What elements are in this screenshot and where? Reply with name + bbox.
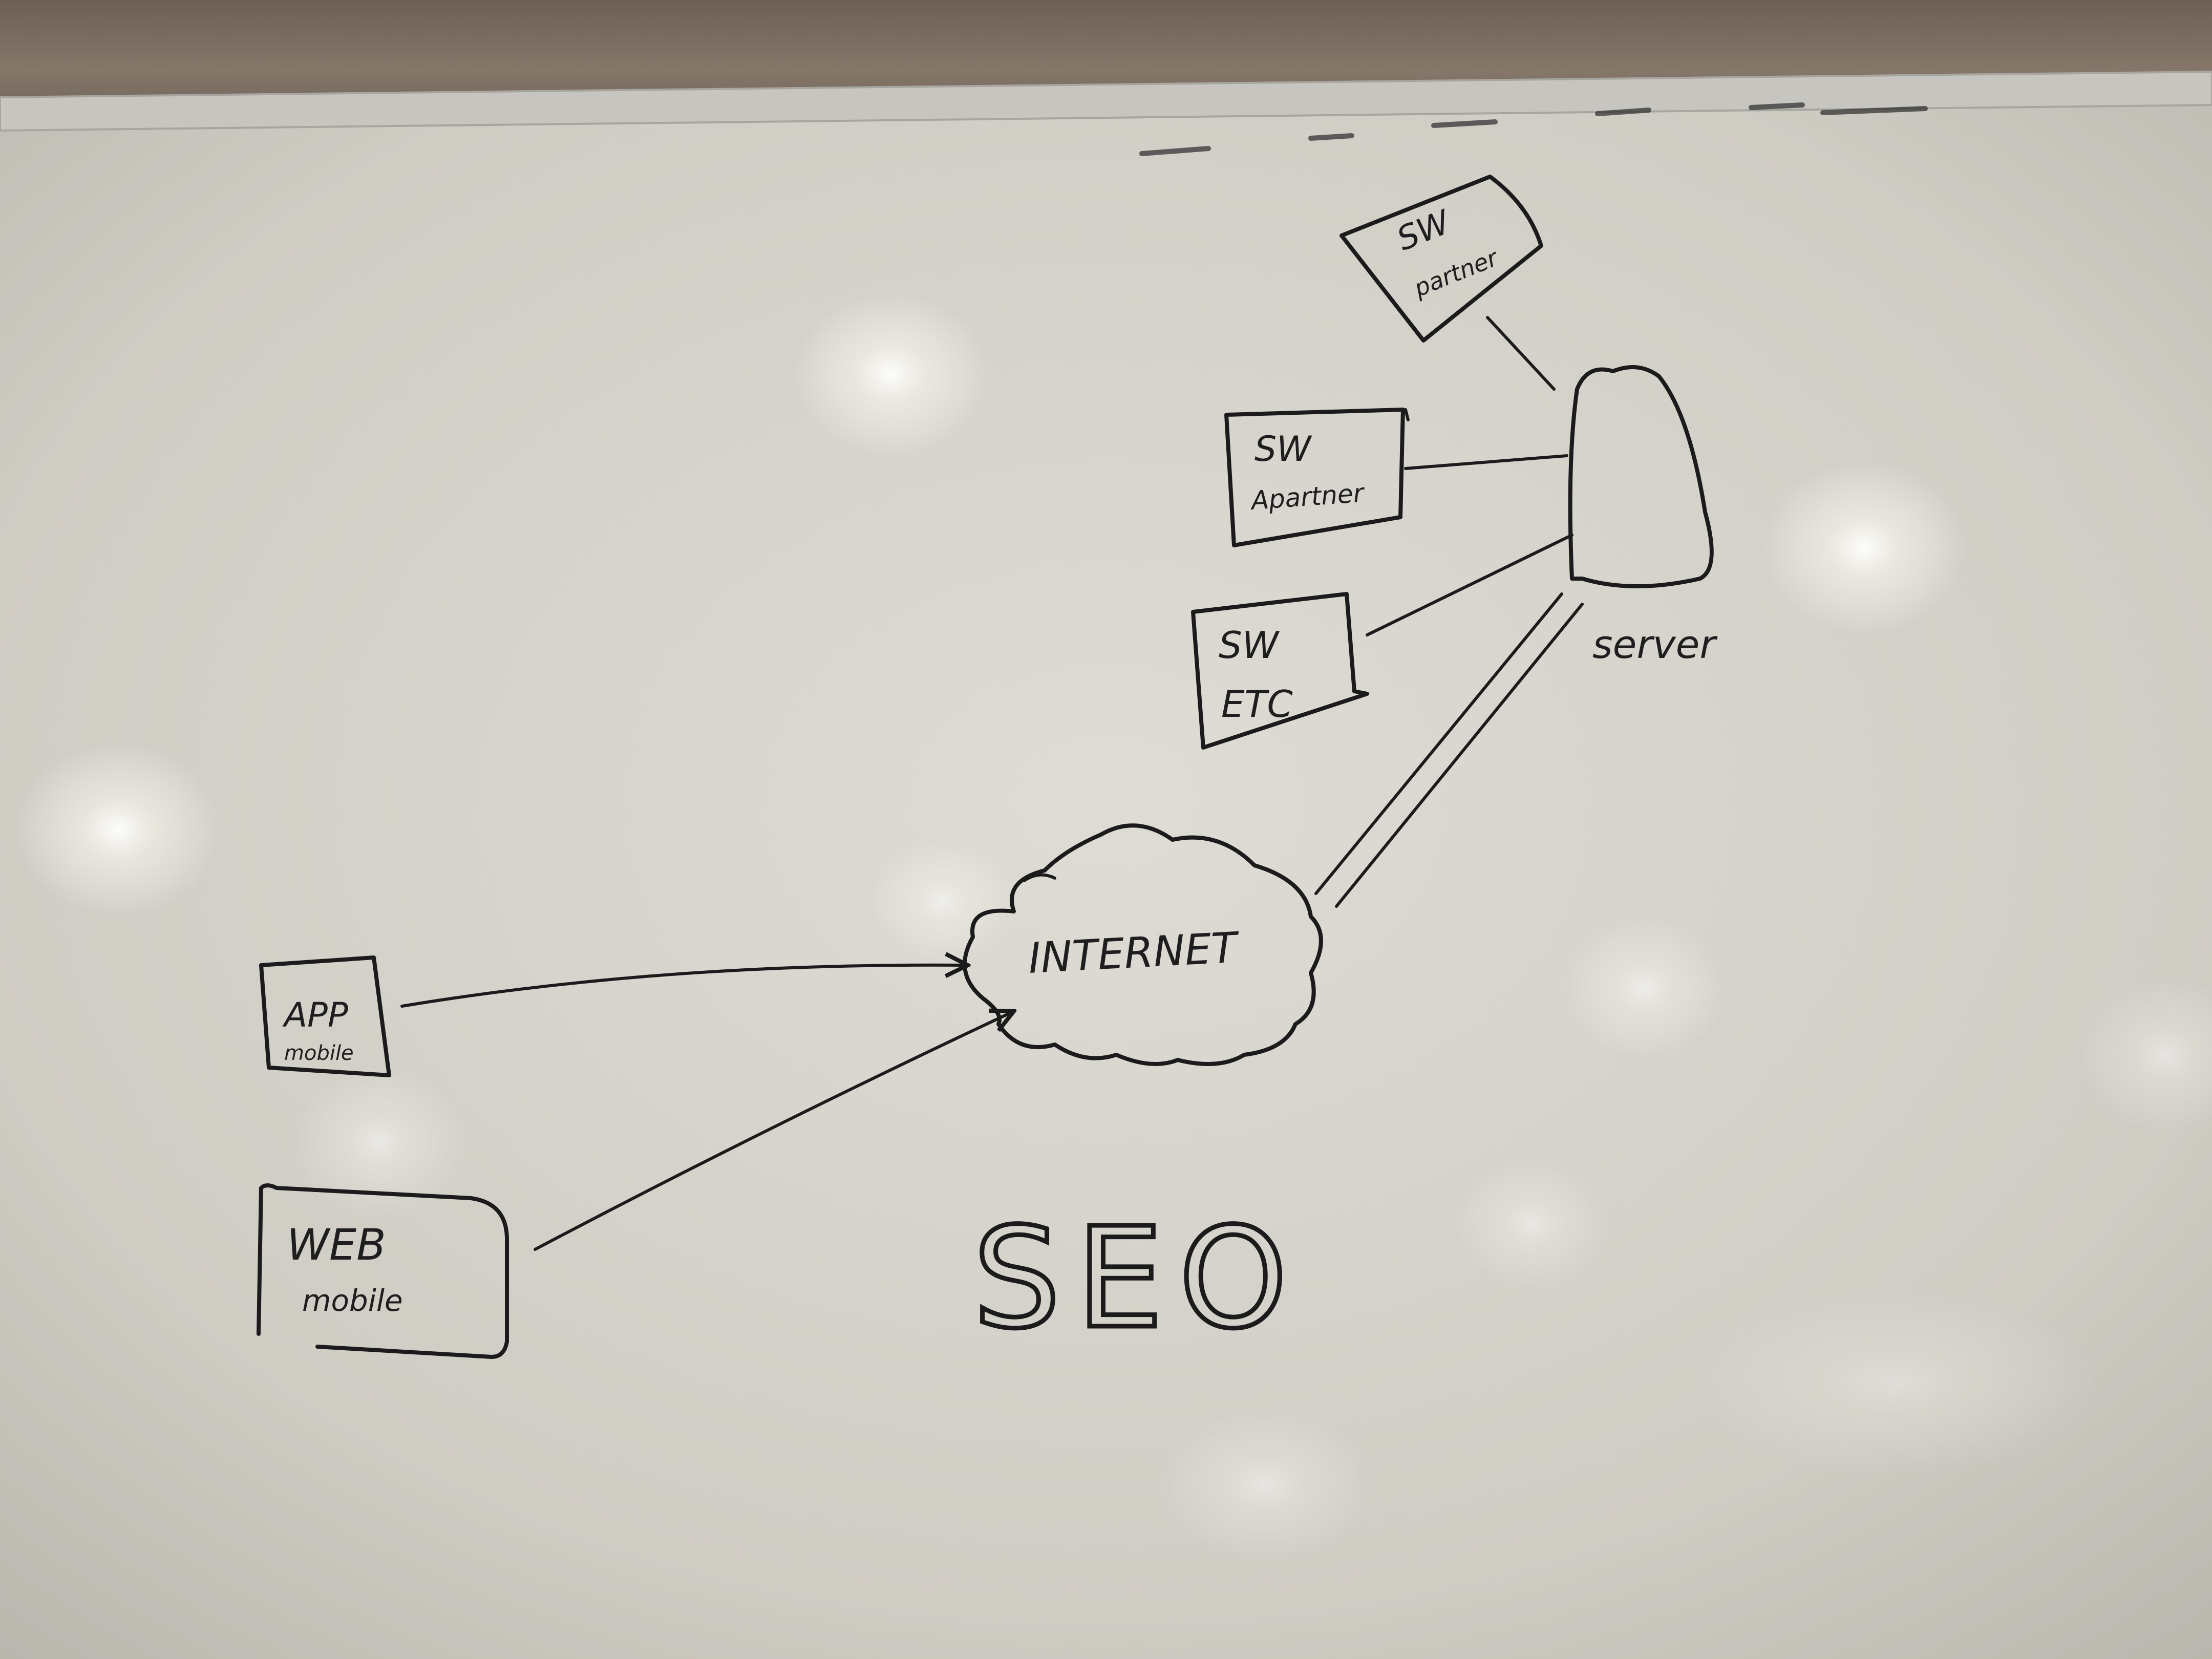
sw-apartner-line1: SW [1254, 429, 1312, 470]
edge-server-internet [1314, 592, 1584, 908]
app-mobile-box: APP mobile [259, 955, 391, 1077]
internet-label: INTERNET [1027, 923, 1241, 983]
web-mobile-line2: mobile [302, 1283, 403, 1318]
edge-sw-apartner-server [1404, 454, 1568, 470]
internet-cloud: INTERNET [963, 823, 1323, 1066]
web-mobile-line1: WEB [287, 1220, 386, 1270]
smudge-marks [1139, 102, 1928, 156]
sw-etc-line1: SW [1219, 624, 1280, 667]
board-surface [0, 102, 2212, 1659]
sw-etc-box: SW ETC [1191, 592, 1369, 750]
edge-app-mobile-internet [400, 965, 968, 1008]
web-mobile-box: WEB mobile [257, 1183, 509, 1359]
app-mobile-line1: APP [282, 995, 348, 1035]
server-label: server [1592, 622, 1718, 667]
seo-caption: SEO [973, 1198, 1303, 1359]
board-frame [0, 70, 2212, 132]
edge-web-mobile-internet [534, 1011, 1014, 1251]
app-mobile-line2: mobile [284, 1041, 354, 1065]
server-node: server [1568, 365, 1718, 667]
sw-etc-line2: ETC [1221, 683, 1293, 726]
edge-sw-etc-server [1366, 534, 1573, 636]
edge-sw-partner-server [1486, 316, 1556, 391]
light-glares [15, 292, 2212, 1562]
